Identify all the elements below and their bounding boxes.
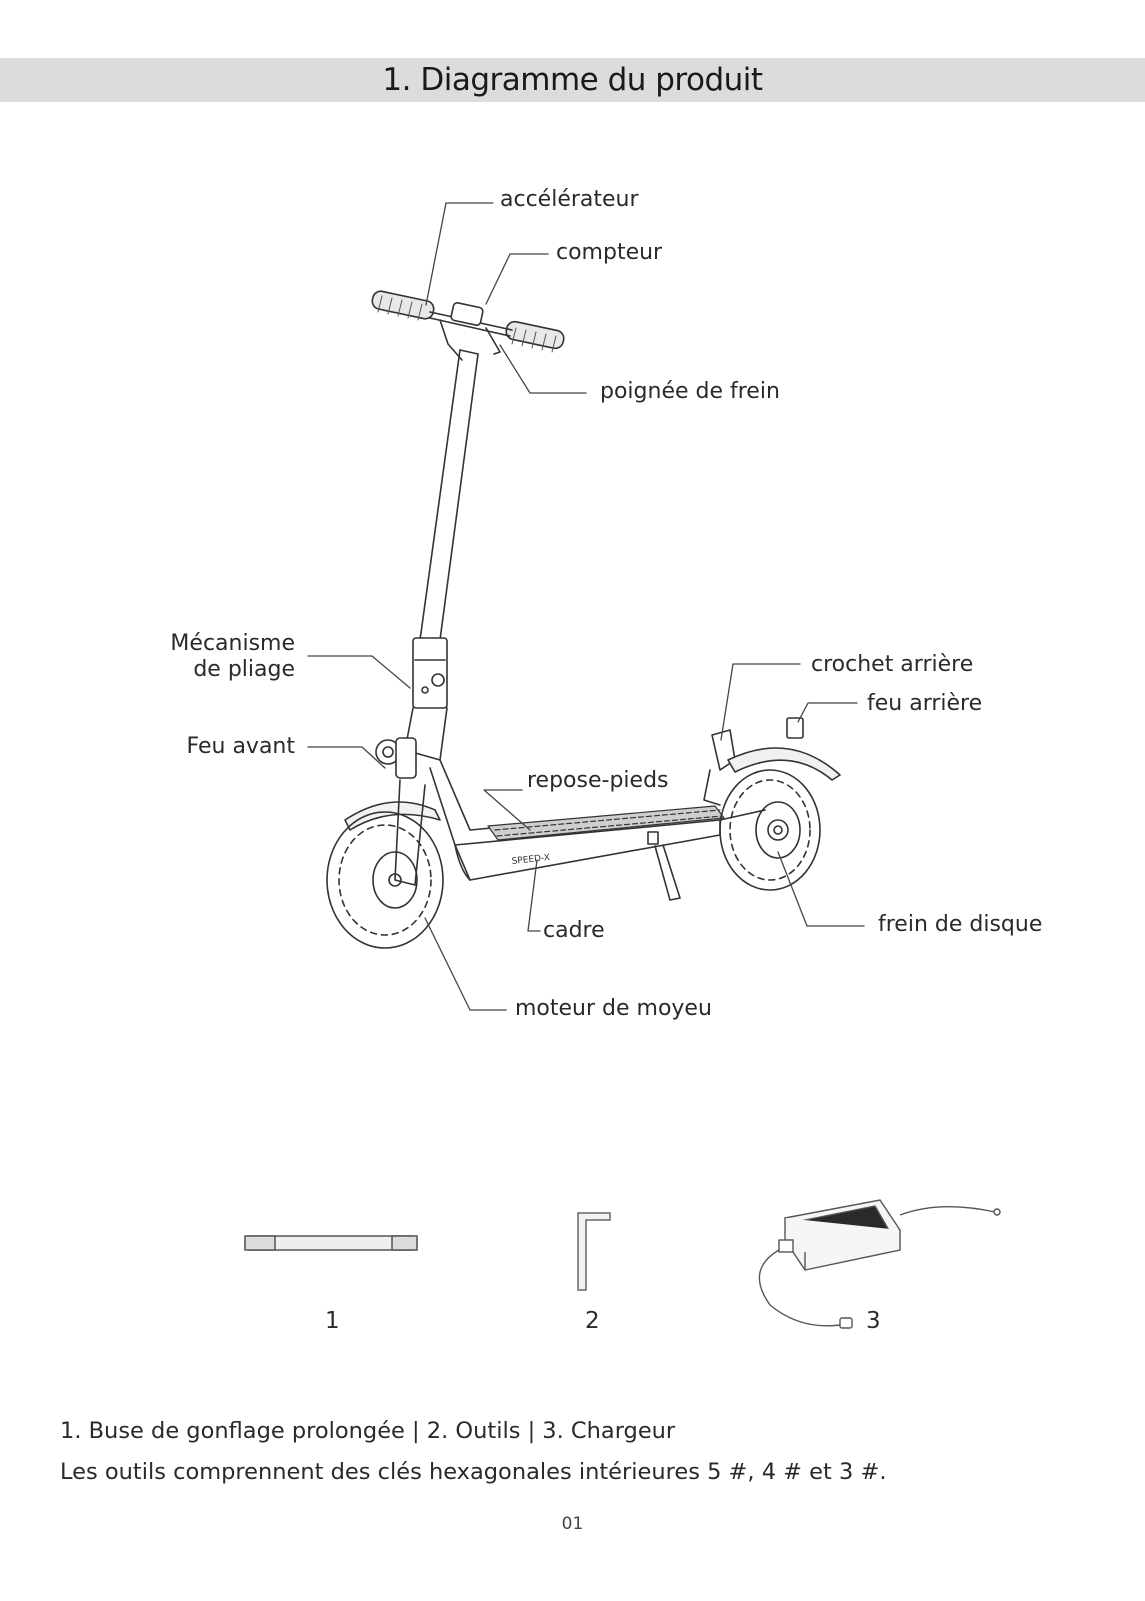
label-mecanisme-pliage: Mécanisme de pliage: [140, 631, 295, 683]
label-crochet-arriere: crochet arrière: [811, 652, 974, 677]
kickstand: [647, 831, 681, 901]
label-repose-pieds: repose-pieds: [527, 768, 669, 793]
label-poignee-frein: poignée de frein: [600, 379, 780, 404]
leader-lines: [307, 202, 865, 1011]
label-mecanisme-line1: Mécanisme: [170, 631, 295, 656]
rear-wheel: [719, 769, 821, 891]
accessory-charger: [758, 1199, 1001, 1329]
accessory-hex-key: [577, 1212, 611, 1291]
label-mecanisme-line2: de pliage: [193, 657, 295, 682]
page-title: 1. Diagramme du produit: [382, 62, 763, 98]
caption-line-2: Les outils comprennent des clés hexagona…: [60, 1459, 887, 1485]
svg-text:SPEED-X: SPEED-X: [511, 853, 550, 867]
label-compteur: compteur: [556, 240, 663, 265]
label-feu-avant: Feu avant: [186, 734, 295, 759]
front-light: [375, 737, 417, 779]
deck-grip: [487, 805, 725, 841]
handlebar: [371, 290, 565, 361]
accessory-inflation-nozzle: [244, 1235, 418, 1251]
label-accelerateur: accélérateur: [500, 187, 639, 212]
label-feu-arriere: feu arrière: [867, 691, 983, 716]
front-fork: [344, 779, 441, 886]
accessory-number-2: 2: [585, 1308, 600, 1334]
section-header: 1. Diagramme du produit: [0, 58, 1145, 102]
front-wheel: [326, 811, 444, 949]
caption-line-1: 1. Buse de gonflage prolongée | 2. Outil…: [60, 1418, 676, 1444]
stem: [404, 349, 479, 761]
page-number: 01: [561, 1514, 584, 1534]
accessory-number-1: 1: [325, 1308, 340, 1334]
accessory-number-3: 3: [866, 1308, 881, 1334]
label-cadre: cadre: [543, 918, 605, 943]
label-frein-disque: frein de disque: [878, 912, 1043, 937]
rear-fender: [727, 717, 841, 781]
label-moteur-moyeu: moteur de moyeu: [515, 996, 712, 1021]
